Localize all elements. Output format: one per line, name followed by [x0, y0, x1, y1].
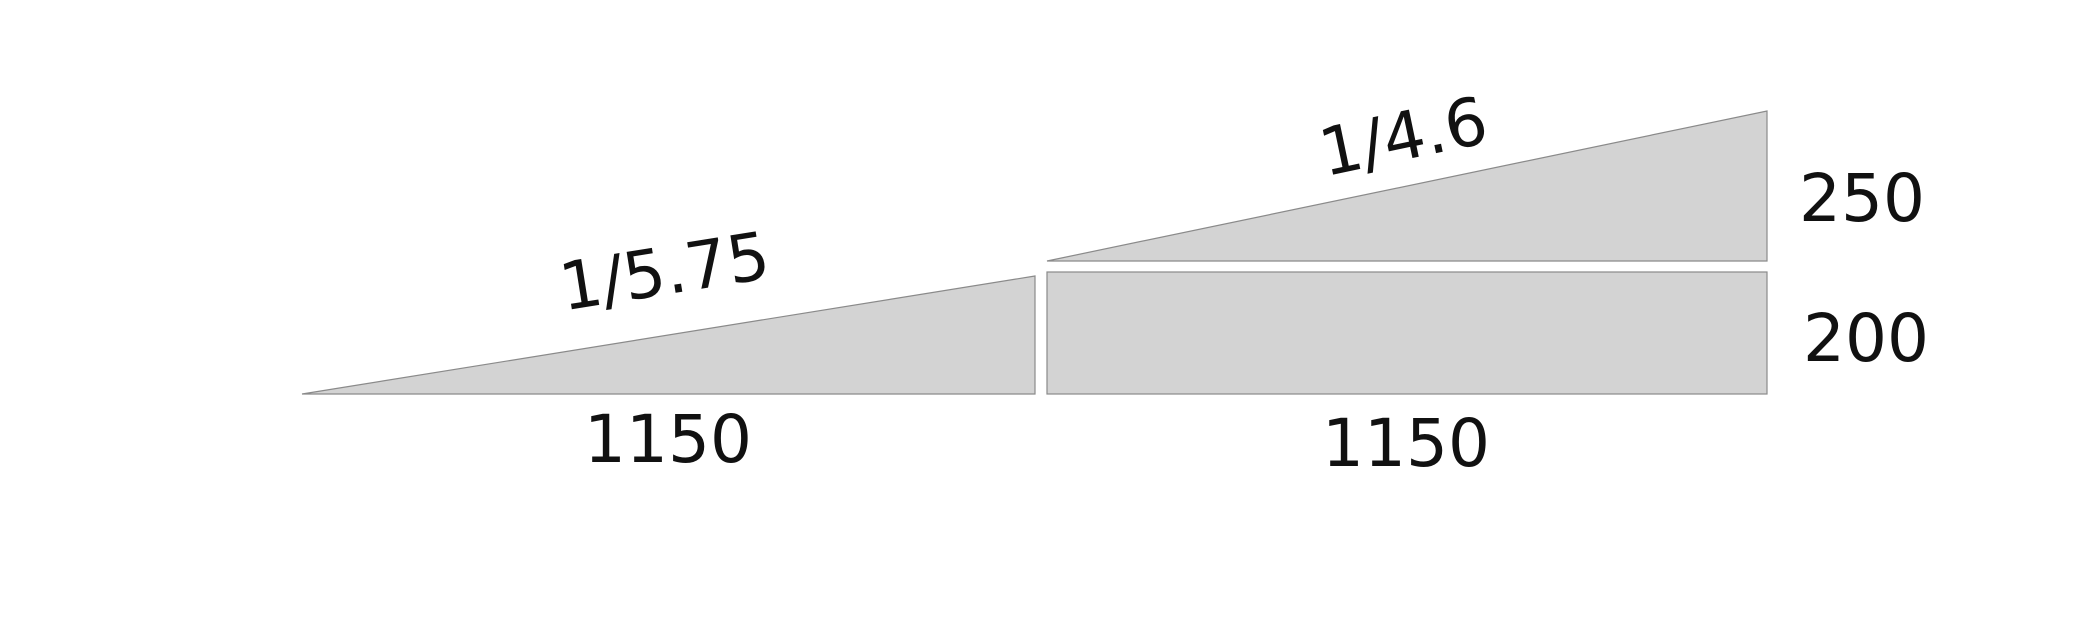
- right-ramp-wedge-triangle: [1046, 110, 1768, 262]
- left-length-label: 1150: [584, 401, 752, 478]
- left-slope-label: 1/5.75: [554, 217, 775, 326]
- left-ramp-triangle: [301, 275, 1036, 395]
- right-length-label: 1150: [1322, 405, 1490, 482]
- right-ramp-base-block: [1046, 271, 1768, 395]
- lower-height-label: 200: [1803, 300, 1929, 377]
- upper-height-label: 250: [1799, 160, 1925, 237]
